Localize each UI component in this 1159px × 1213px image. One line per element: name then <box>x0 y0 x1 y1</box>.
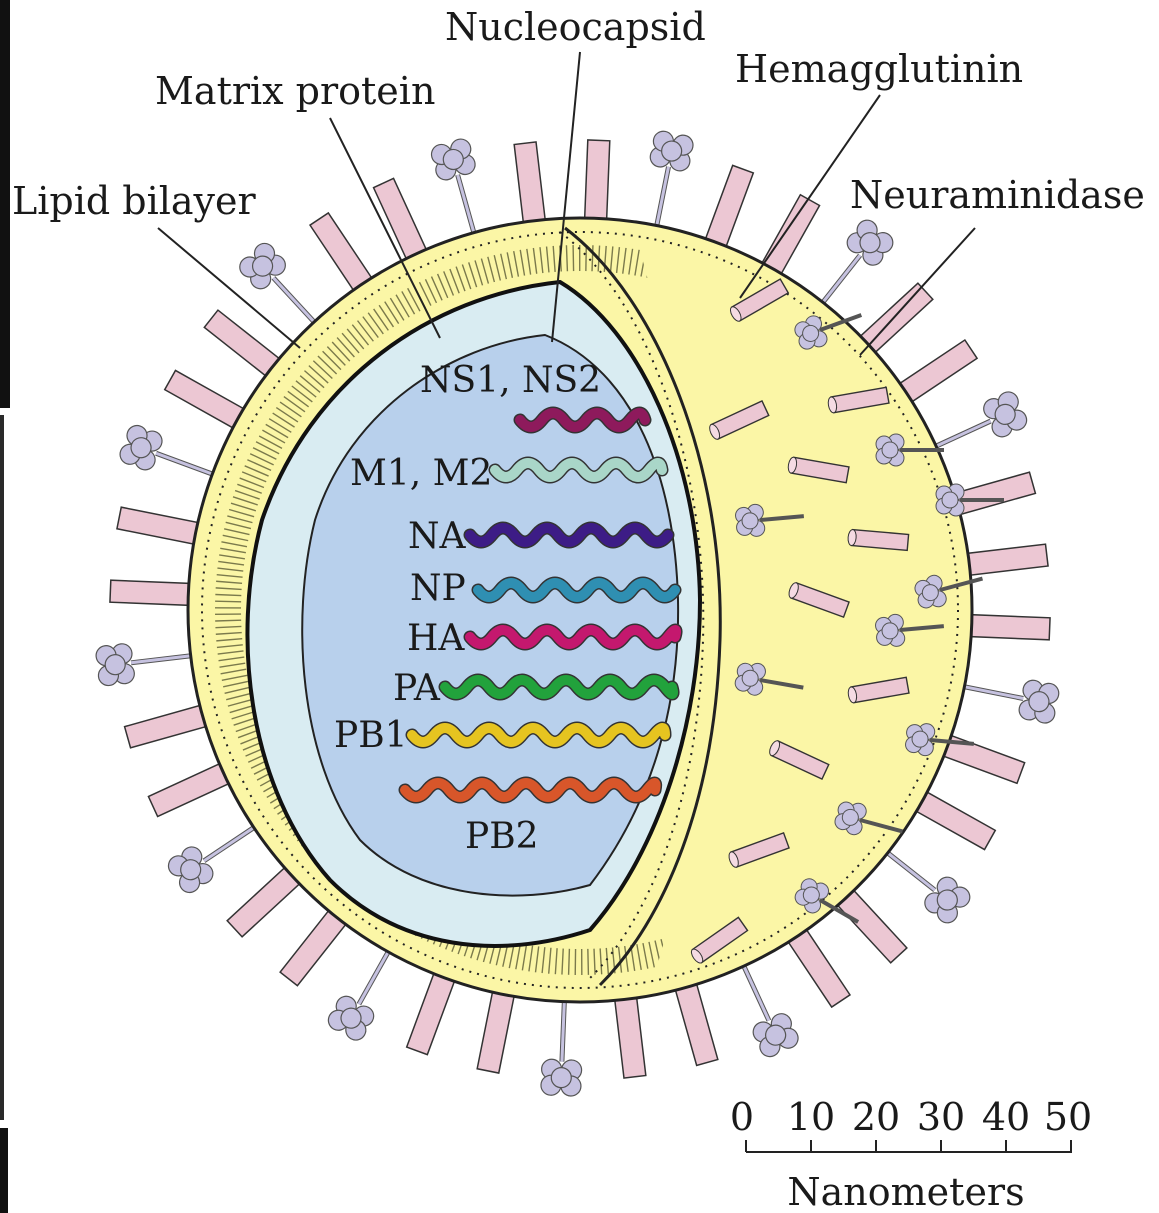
scale-bar: 0 10 20 30 40 50 Nanometers <box>730 1095 1092 1213</box>
scale-unit-label: Nanometers <box>787 1170 1024 1213</box>
neuraminidase-spike <box>817 216 897 310</box>
neuraminidase-spike <box>880 847 974 927</box>
rna-helix-segment <box>520 413 645 427</box>
segment-label-pb1: PB1 <box>334 715 408 756</box>
neuraminidase-spike <box>740 957 802 1060</box>
segment-label-pa: PA <box>393 668 441 709</box>
neuraminidase-spike <box>955 679 1061 725</box>
scale-tick-30: 30 <box>917 1095 965 1139</box>
neuraminidase-spike <box>649 129 695 235</box>
segment-label-ha: HA <box>407 618 465 659</box>
neuraminidase-spike <box>236 239 321 329</box>
label-matrix-protein: Matrix protein <box>155 69 435 113</box>
scale-tick-50: 50 <box>1044 1095 1092 1139</box>
neuraminidase-spike <box>165 822 263 896</box>
scale-tick-20: 20 <box>852 1095 900 1139</box>
scale-tick-10: 10 <box>787 1095 835 1139</box>
segment-label-ns: NS1, NS2 <box>420 360 601 401</box>
scale-tick-0: 0 <box>730 1095 754 1139</box>
segment-label-np: NP <box>410 568 466 609</box>
hemagglutinin-spike <box>961 614 1050 640</box>
segment-label-m: M1, M2 <box>350 453 492 494</box>
neuraminidase-spike <box>95 643 201 687</box>
neuraminidase-spike <box>429 137 477 243</box>
neuraminidase-spike <box>541 992 582 1097</box>
hemagglutinin-spike <box>110 580 199 606</box>
label-nucleocapsid: Nucleocapsid <box>445 5 706 49</box>
segment-label-na: NA <box>408 516 467 557</box>
label-lipid-bilayer: Lipid bilayer <box>12 179 257 223</box>
label-neuraminidase: Neuraminidase <box>850 173 1145 217</box>
neuraminidase-spike <box>117 423 221 478</box>
scale-tick-40: 40 <box>982 1095 1030 1139</box>
label-hemagglutinin: Hemagglutinin <box>735 47 1023 91</box>
hemagglutinin-spike <box>584 140 610 229</box>
neuraminidase-spike <box>927 389 1030 451</box>
segment-label-pb2: PB2 <box>465 816 539 857</box>
neuraminidase-spike <box>325 943 393 1043</box>
